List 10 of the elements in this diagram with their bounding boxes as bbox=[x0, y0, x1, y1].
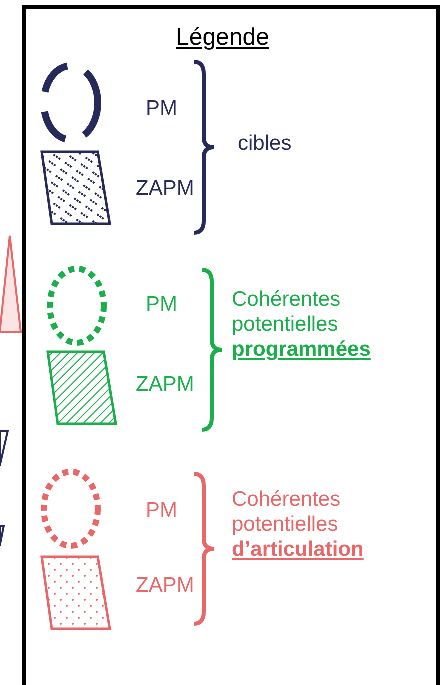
group-description: Cohérentes potentielles d’articulation bbox=[232, 487, 365, 563]
legend-title: Légende bbox=[176, 24, 270, 53]
legend-label: PM bbox=[146, 292, 178, 318]
group-label: cibles bbox=[238, 131, 293, 156]
group-description: Cohérentes potentielles programmées bbox=[232, 287, 372, 363]
legend-label: PM bbox=[146, 498, 178, 524]
legend-label: ZAPM bbox=[136, 372, 194, 398]
legend-label: ZAPM bbox=[136, 573, 194, 598]
legend-label: PM bbox=[146, 96, 178, 122]
legend-label: ZAPM bbox=[136, 176, 194, 202]
